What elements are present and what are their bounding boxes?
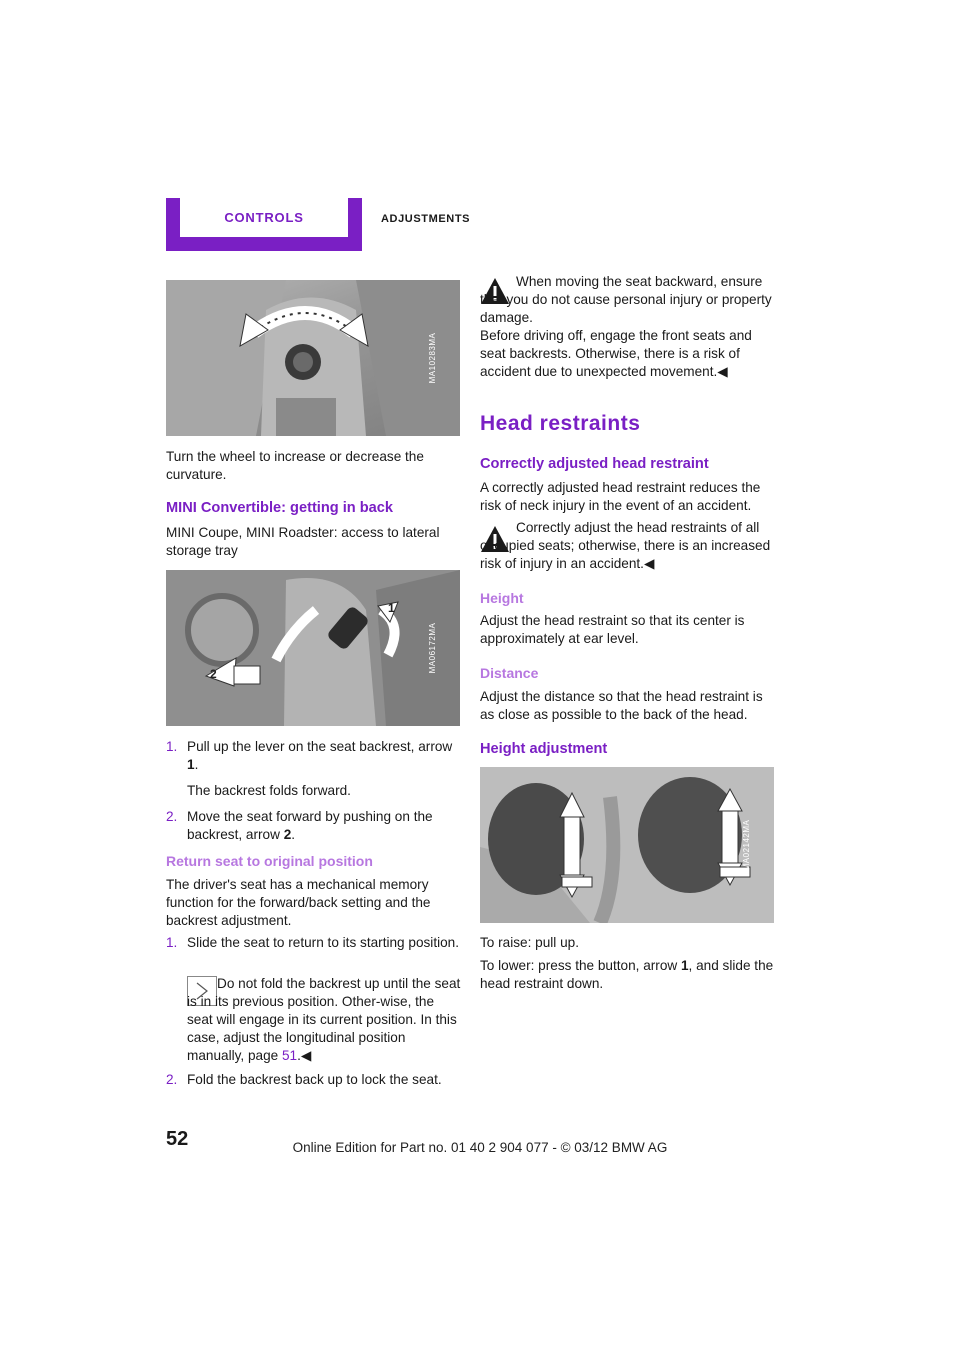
step-number: 1. <box>166 935 178 950</box>
note-backrest: Do not fold the backrest up until the se… <box>187 975 461 1065</box>
steps-return-seat-2: 2. Fold the backrest back up to lock the… <box>166 1071 460 1089</box>
header-section-tab-inner: CONTROLS <box>180 198 348 237</box>
footer-edition-text: Online Edition for Part no. 01 40 2 904 … <box>292 1140 668 1155</box>
photo-code: MA06172MA <box>428 622 438 674</box>
heading-height: Height <box>480 590 524 606</box>
step-number: 1. <box>166 739 178 754</box>
step-number: 2. <box>166 809 178 824</box>
list-item: 2. Move the seat forward by pushing on t… <box>166 808 460 844</box>
heading-head-restraints: Head restraints <box>480 412 641 435</box>
lower-text-b: , and slide the head restraint down. <box>480 958 774 991</box>
photo-lumbar-wheel: MA10283MA <box>166 280 460 436</box>
paragraph-memory-function: The driver's seat has a mechanical memor… <box>166 877 431 928</box>
paragraph-coupe-roadster: MINI Coupe, MINI Roadster: access to lat… <box>166 525 440 558</box>
step-tail: . <box>291 827 296 842</box>
lower-arrow-ref: 1 <box>680 958 689 973</box>
header-section-tab[interactable]: CONTROLS <box>166 198 362 251</box>
list-item: 1. Pull up the lever on the seat backres… <box>166 738 460 800</box>
header-chapter-label: ADJUSTMENTS <box>381 213 471 225</box>
paragraph-distance: Adjust the distance so that the head res… <box>480 689 763 722</box>
step-text: Fold the backrest back up to lock the se… <box>187 1072 442 1087</box>
lower-text-a: To lower: press the button, arrow <box>480 958 678 973</box>
step-number: 2. <box>166 1072 178 1087</box>
heading-height-adjustment: Height adjustment <box>480 741 608 757</box>
heading-convertible-getting-in-back: MINI Convertible: getting in back <box>166 500 394 516</box>
head-restraint-illustration <box>480 767 774 923</box>
step-arrow-ref: 2 <box>283 827 292 842</box>
warning-head-restraints: Correctly adjust the head restraints of … <box>480 520 771 571</box>
warning-icon <box>481 278 509 304</box>
page-link[interactable]: 51 <box>281 1048 298 1063</box>
heading-correctly-adjusted: Correctly adjusted head restraint <box>480 456 709 472</box>
heading-distance: Distance <box>480 665 539 681</box>
step-tail: . <box>194 757 199 772</box>
photo-head-restraint-adjustment: MA02142MA <box>480 767 774 923</box>
lumbar-wheel-illustration <box>166 280 460 436</box>
paragraph-curvature: Turn the wheel to increase or decrease t… <box>166 449 424 482</box>
step-arrow-ref: 1 <box>187 757 195 772</box>
photo-seat-backrest-lever: 1 2 MA06172MA <box>166 570 460 726</box>
warning-icon <box>481 526 509 552</box>
paragraph-height: Adjust the head restraint so that its ce… <box>480 613 745 646</box>
seat-backrest-illustration: 1 2 <box>166 570 460 726</box>
arrow-1-label: 1 <box>388 601 395 615</box>
arrow-2-label: 2 <box>210 667 217 681</box>
steps-return-seat: 1. Slide the seat to return to its start… <box>166 934 460 952</box>
paragraph-lower: To lower: press the button, arrow 1, and… <box>480 957 774 993</box>
heading-return-seat: Return seat to original position <box>166 853 373 869</box>
step-text: Move the seat forward by pushing on the … <box>187 809 433 842</box>
note-text: Do not fold the backrest up until the se… <box>187 976 461 1063</box>
list-item: 2. Fold the backrest back up to lock the… <box>166 1071 460 1089</box>
list-item: 1. Slide the seat to return to its start… <box>166 934 460 952</box>
warning-seat-backward: When moving the seat backward, ensure th… <box>480 274 772 325</box>
step-text: Pull up the lever on the seat backrest, … <box>187 739 453 754</box>
steps-getting-in-back: 1. Pull up the lever on the seat backres… <box>166 738 460 844</box>
step-substep: The backrest folds forward. <box>187 783 351 798</box>
paragraph-raise: To raise: pull up. <box>480 935 579 950</box>
step-text: Slide the seat to return to its starting… <box>187 935 460 950</box>
note-arrow-icon <box>196 982 208 1000</box>
photo-code: MA10283MA <box>428 332 438 384</box>
photo-code: MA02142MA <box>742 819 752 871</box>
note-icon <box>187 976 217 1006</box>
header-section-label: CONTROLS <box>224 210 304 225</box>
page-number: 52 <box>166 1128 189 1150</box>
warning-engage-seats: Before driving off, engage the front sea… <box>480 328 752 379</box>
note-end: .◀ <box>297 1048 312 1063</box>
paragraph-correctly-adjusted: A correctly adjusted head restraint redu… <box>480 480 761 513</box>
